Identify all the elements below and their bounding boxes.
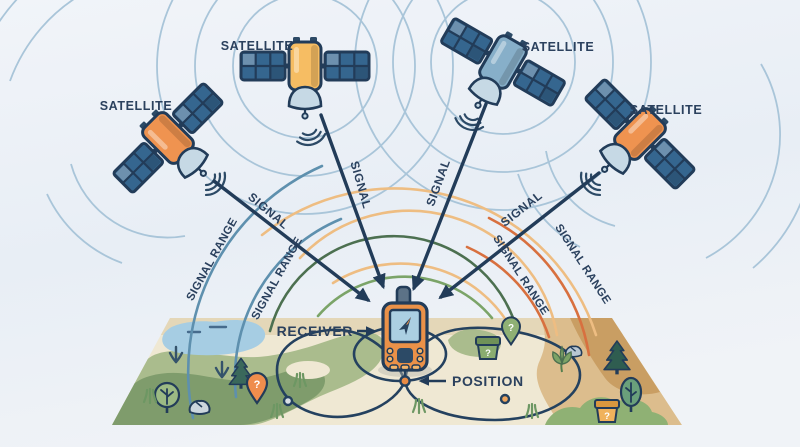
signal-arrow-4 [438,171,601,300]
signal-range-arc-green-dark [268,234,519,333]
navigation-arrow-icon [399,317,411,335]
lake [162,320,266,356]
signal-range-arc-tan-outer [260,187,598,337]
ellipse-right [403,326,582,422]
ellipse-left [275,328,407,419]
rock-icon [188,399,211,415]
satellite-label-3: SATELLITE [522,40,595,54]
intersection-node-left [282,395,294,407]
signal-range-arc-red-inner [465,245,551,339]
gps-receiver-icon [378,285,432,381]
receiver-label: RECEIVER [277,323,353,339]
signal-range-arc-blue-outer [186,164,324,420]
satellite-label-2: SATELLITE [221,39,294,53]
signal-arrow-1 [212,179,371,303]
signal-range-arc-green-light [316,275,494,320]
signal-arrows [212,102,601,303]
question-mark: ? [254,379,261,391]
position-dot [399,375,411,387]
satellite-label-4: SATELLITE [630,103,703,117]
map-pin-green-icon: ? [501,316,521,346]
signal-range-arc-tan-inner [331,262,514,332]
signal-range-arc-red-outer [487,216,591,357]
question-mark: ? [508,323,514,334]
signal-arrow-3 [411,102,488,292]
green-sprout-icon [552,345,572,373]
intersection-node-right [499,393,511,405]
signal-arrow-2 [319,113,386,290]
satellite-label-1: SATELLITE [100,99,173,113]
signal-range-arc-tan-middle [298,209,559,337]
position-label: POSITION [452,373,524,389]
lake-wave-dashes [186,325,228,334]
map-grass-dark [112,366,326,425]
map-items: ? ? ? ? [142,316,643,423]
question-mark: ? [604,411,610,422]
leaf-tree-icon [619,376,643,412]
map-pin-orange-icon: ? [245,371,269,405]
map-path-spot [286,361,330,379]
receiver-dpad [397,348,413,363]
cache-box-green-icon: ? [475,336,501,360]
receiver-buttons [386,347,424,371]
cache-box-orange-icon: ? [594,399,620,423]
round-tree-icon [153,381,181,413]
question-mark: ? [485,348,491,359]
